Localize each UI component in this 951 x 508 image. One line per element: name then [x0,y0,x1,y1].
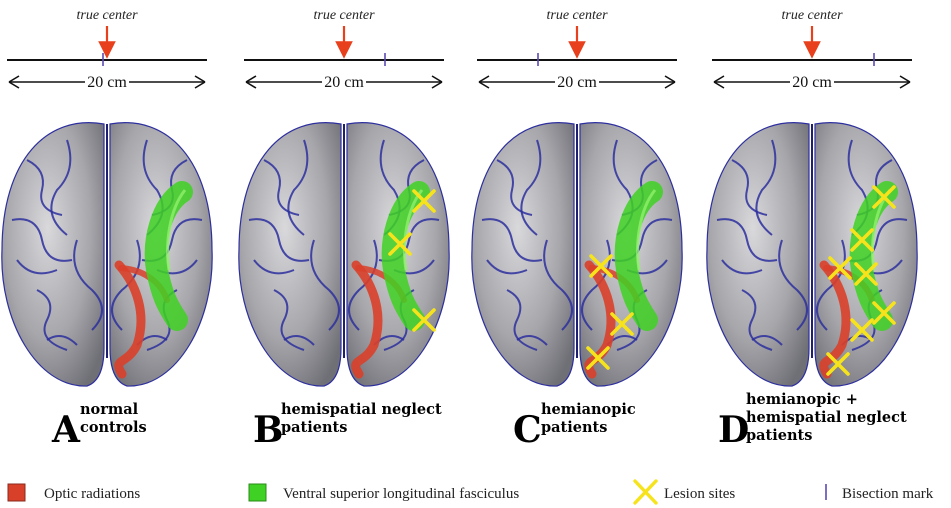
left-hemisphere [2,123,104,386]
yellow-x-icon [635,481,656,503]
panel-c: true center 20 cm Chemianopicpatients [472,8,682,451]
panel-caption-line: controls [80,419,147,436]
true-center-label: true center [781,8,843,23]
true-center-label: true center [546,8,608,23]
scale-label: 20 cm [324,74,364,91]
brain-image [2,123,212,386]
panel-letter: A [51,409,81,451]
green-square-icon [249,484,266,501]
scale-label: 20 cm [87,74,127,91]
panel-caption-line: hemispatial neglect [746,409,907,426]
legend-label: Lesion sites [664,486,735,502]
left-hemisphere [239,123,341,386]
red-square-icon [8,484,25,501]
panel-letter: D [718,409,749,451]
panel-caption-line: patients [281,419,347,436]
scale-label: 20 cm [557,74,597,91]
panel-caption-line: normal [80,401,139,418]
panel-caption-line: patients [746,427,812,444]
panel-letter: C [513,409,542,451]
legend-label: Optic radiations [44,486,140,502]
scale-label: 20 cm [792,74,832,91]
panel-letter: B [253,409,283,451]
true-center-label: true center [313,8,375,23]
panel-caption-line: hemianopic + [746,391,858,408]
legend-label: Ventral superior longitudinal fasciculus [283,486,519,502]
panel-caption-line: patients [541,419,607,436]
brain-image [472,123,682,386]
brain-image [239,123,449,386]
legend-label: Bisection mark [842,486,934,502]
true-center-label: true center [76,8,138,23]
left-hemisphere [707,123,809,386]
panel-caption-line: hemispatial neglect [281,401,442,418]
panel-caption-line: hemianopic [541,401,636,418]
brain-image [707,123,917,386]
left-hemisphere [472,123,574,386]
